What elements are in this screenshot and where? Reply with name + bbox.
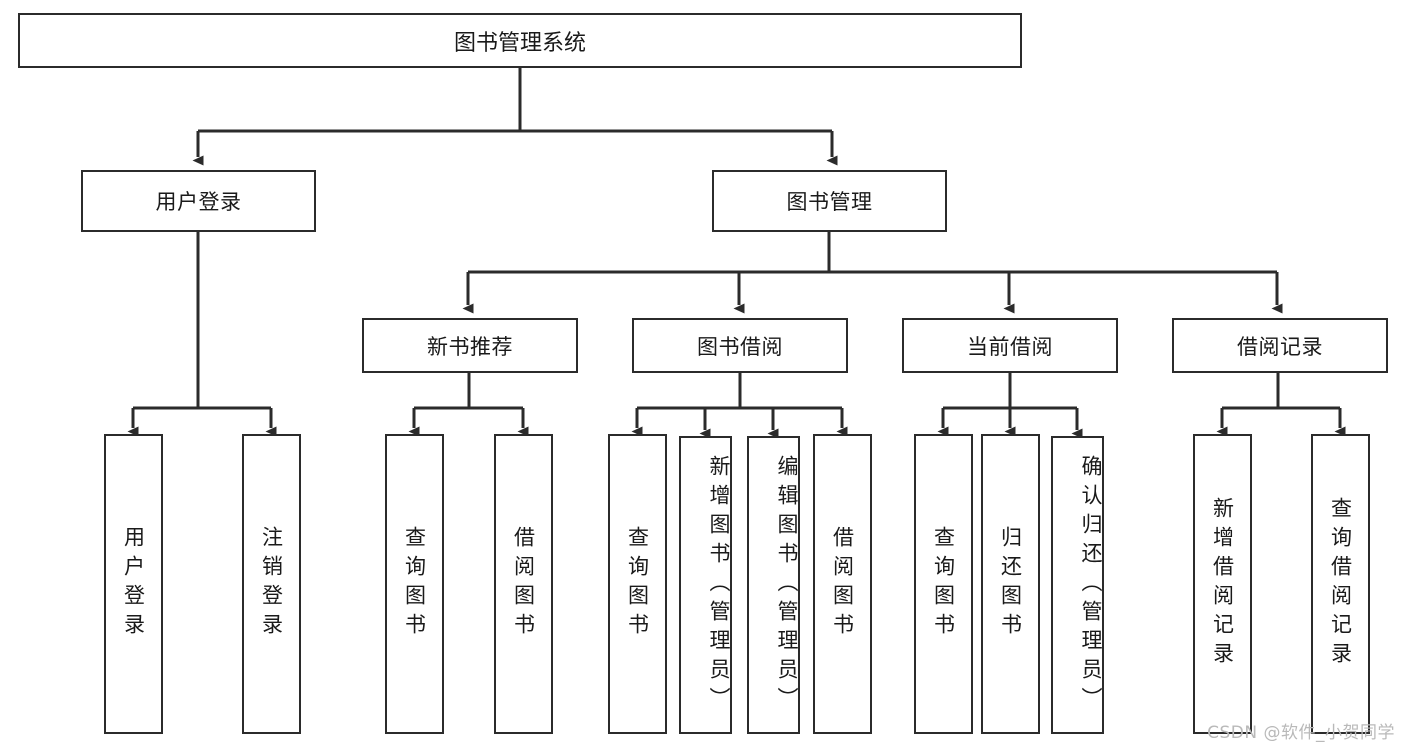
leaf-user-login[interactable]: 用户登录 (104, 434, 163, 734)
node-label: 借阅图书 (830, 526, 855, 642)
node-book-borrow[interactable]: 图书借阅 (632, 318, 848, 373)
node-root-system[interactable]: 图书管理系统 (18, 13, 1022, 68)
node-label: 图书借阅 (697, 334, 783, 359)
node-label: 查询图书 (402, 526, 427, 642)
node-label: 借阅图书 (511, 526, 536, 642)
leaf-add-borrow-record[interactable]: 新增借阅记录 (1193, 434, 1252, 734)
leaf-borrow-book-recommend[interactable]: 借阅图书 (494, 434, 553, 734)
leaf-edit-book-admin[interactable]: 编辑图书（管理员） (747, 436, 800, 734)
node-label: 查询图书 (625, 526, 650, 642)
node-label: 查询借阅记录 (1328, 497, 1353, 671)
node-borrow-records[interactable]: 借阅记录 (1172, 318, 1388, 373)
node-book-management[interactable]: 图书管理 (712, 170, 947, 232)
leaf-logout[interactable]: 注销登录 (242, 434, 301, 734)
leaf-query-borrow-record[interactable]: 查询借阅记录 (1311, 434, 1370, 734)
node-label: 图书管理 (786, 190, 873, 214)
node-label: 借阅记录 (1237, 334, 1323, 359)
leaf-query-book-recommend[interactable]: 查询图书 (385, 434, 444, 734)
node-label: 新增图书（管理员） (707, 454, 731, 716)
leaf-confirm-return-admin[interactable]: 确认归还（管理员） (1051, 436, 1104, 734)
leaf-return-book[interactable]: 归还图书 (981, 434, 1040, 734)
node-label: 确认归还（管理员） (1079, 454, 1103, 716)
node-label: 用户登录 (121, 526, 146, 642)
node-label: 编辑图书（管理员） (775, 454, 799, 716)
node-label: 注销登录 (259, 526, 284, 642)
node-label: 查询图书 (931, 526, 956, 642)
node-user-login[interactable]: 用户登录 (81, 170, 316, 232)
leaf-query-book-borrow[interactable]: 查询图书 (608, 434, 667, 734)
node-label: 用户登录 (155, 190, 242, 214)
node-label: 新书推荐 (427, 334, 513, 359)
leaf-add-book-admin[interactable]: 新增图书（管理员） (679, 436, 732, 734)
node-label: 归还图书 (998, 526, 1023, 642)
node-label: 图书管理系统 (453, 30, 586, 56)
node-label: 新增借阅记录 (1210, 497, 1235, 671)
leaf-query-book-current[interactable]: 查询图书 (914, 434, 973, 734)
leaf-borrow-book[interactable]: 借阅图书 (813, 434, 872, 734)
node-current-borrow[interactable]: 当前借阅 (902, 318, 1118, 373)
node-label: 当前借阅 (967, 334, 1053, 359)
node-new-book-recommend[interactable]: 新书推荐 (362, 318, 578, 373)
